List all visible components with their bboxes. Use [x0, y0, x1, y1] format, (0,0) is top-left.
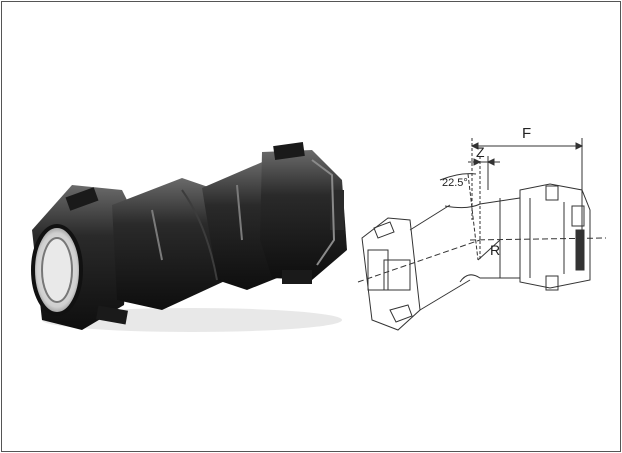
angle-indicator — [439, 173, 479, 261]
dimension-z — [468, 156, 500, 260]
label-angle: 22.5° — [442, 177, 468, 189]
right-end-cap — [260, 141, 347, 284]
right-centerline — [469, 237, 607, 241]
right-coupling-outline — [519, 183, 591, 291]
fitting-technical-drawing: F Z 22.5° R — [357, 125, 607, 331]
left-coupling-outline — [361, 204, 471, 331]
fitting-photo — [31, 141, 347, 332]
left-end-cap — [31, 185, 132, 330]
label-f: F — [522, 125, 531, 142]
label-z: Z — [476, 144, 485, 160]
label-r: R — [490, 242, 500, 258]
radius-leader — [477, 239, 501, 261]
dimension-f — [470, 138, 584, 230]
left-centerline — [357, 239, 481, 283]
